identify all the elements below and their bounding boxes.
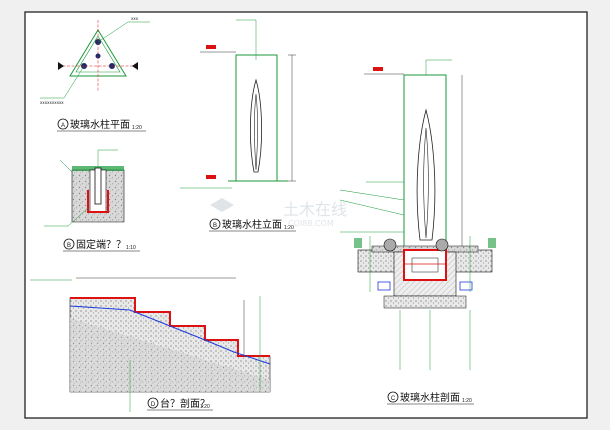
step-title-text: 台？剖面？ <box>160 397 210 410</box>
svg-text:xxx: xxx <box>131 16 139 21</box>
svg-text:xxxxxxxxxx: xxxxxxxxxx <box>40 100 64 105</box>
svg-text:D: D <box>151 402 156 408</box>
watermark-logo-icon: 土木在线 COI88.COM <box>210 198 347 228</box>
elevation-scale: 1:20 <box>284 225 294 231</box>
plan-view: xxx xxxxxxxxxx <box>40 16 150 105</box>
svg-text:A: A <box>61 123 65 129</box>
elevation-view <box>180 19 296 189</box>
svg-text:B: B <box>213 223 217 229</box>
watermark-cn: 土木在线 <box>283 200 347 219</box>
svg-text:B: B <box>67 243 71 249</box>
fix-detail <box>44 149 125 227</box>
fix-scale: 1:10 <box>126 245 136 251</box>
plan-title-text: 玻璃水柱平面 <box>70 118 130 131</box>
fix-title-text: 固定端？？ <box>76 238 126 251</box>
step-title: D 台？剖面？ 1:20 <box>147 397 213 411</box>
section-title-text: 玻璃水柱剖面 <box>400 391 460 404</box>
plan-title: A 玻璃水柱平面 1:20 <box>57 118 146 132</box>
step-scale: 1:20 <box>200 404 210 410</box>
svg-text:C: C <box>391 396 396 402</box>
section-view <box>339 59 496 370</box>
step-section <box>30 277 271 412</box>
section-title: C 玻璃水柱剖面 1:20 <box>387 391 474 405</box>
fix-title: B 固定端？？ 1:10 <box>63 238 140 252</box>
elevation-title: B 玻璃水柱立面 1:20 <box>209 218 296 232</box>
elevation-title-text: 玻璃水柱立面 <box>222 218 282 231</box>
watermark-en: COI88.COM <box>288 219 334 228</box>
plan-scale: 1:20 <box>132 125 142 131</box>
section-marker-icon <box>58 62 138 70</box>
section-scale: 1:20 <box>462 398 472 404</box>
